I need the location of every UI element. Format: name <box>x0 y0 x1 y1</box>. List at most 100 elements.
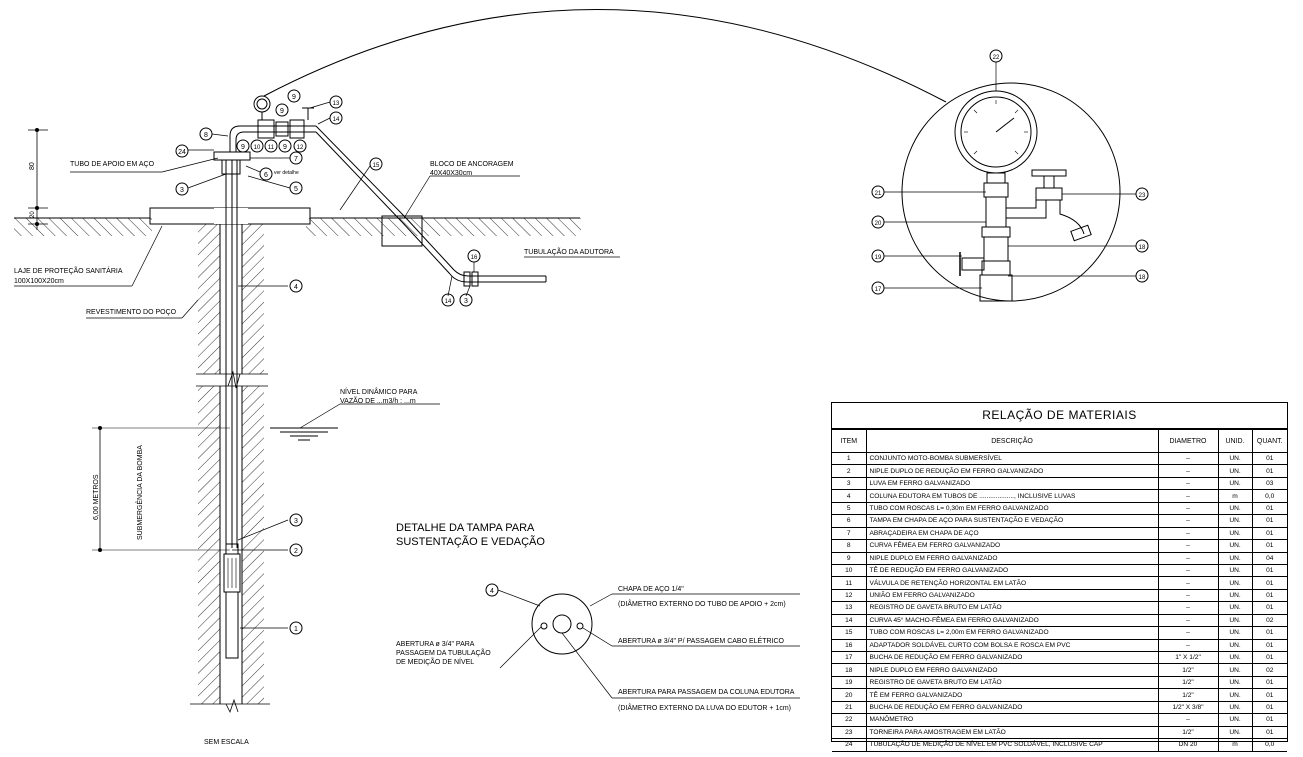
callout-9-d: 9 <box>292 94 296 101</box>
cell-item: 20 <box>832 688 867 702</box>
cell-unid: UN. <box>1217 551 1253 565</box>
callout-14-top: 14 <box>333 117 340 123</box>
cell-diametro: – <box>1157 638 1219 653</box>
cell-unid: UN. <box>1217 675 1253 690</box>
callout-18-b: 18 <box>1139 275 1146 281</box>
label-revestimento: REVESTIMENTO DO POÇO <box>86 309 177 316</box>
submersible-pump <box>223 543 241 659</box>
callout-19: 19 <box>875 255 882 261</box>
cell-item: 9 <box>832 551 867 565</box>
cell-descricao: CURVA FÊMEA EM FERRO GALVANIZADO <box>865 539 1159 553</box>
cell-descricao: BUCHA DE REDUÇÃO EM FERRO GALVANIZADO <box>865 650 1159 665</box>
callout-16: 16 <box>471 255 478 261</box>
callout-3-bottom: 3 <box>464 298 468 305</box>
cell-descricao: VÁLVULA DE RETENÇÃO HORIZONTAL EM LATÃO <box>865 576 1159 590</box>
cell-unid: UN. <box>1217 539 1253 553</box>
callout-22: 22 <box>993 55 1000 61</box>
cell-unid: UN. <box>1217 626 1253 640</box>
cell-item: 14 <box>832 613 867 628</box>
cell-descricao: MANÔMETRO <box>865 713 1159 727</box>
cell-item: 19 <box>832 675 867 690</box>
cell-diametro: 1/2" <box>1157 663 1219 677</box>
cell-quant: 02 <box>1251 663 1287 677</box>
cell-diametro: – <box>1157 451 1219 466</box>
cell-quant: 01 <box>1251 539 1287 553</box>
cell-diametro: – <box>1157 514 1219 528</box>
cell-diametro: – <box>1157 489 1219 503</box>
cell-item: 2 <box>832 464 867 478</box>
cell-unid: UN. <box>1217 650 1253 665</box>
cell-diametro: – <box>1157 476 1219 491</box>
cell-quant: 01 <box>1251 713 1287 727</box>
callout-3: 3 <box>294 518 298 525</box>
dim-80-label: 80 <box>29 162 36 170</box>
cell-descricao: TAMPA EM CHAPA DE AÇO PARA SUSTENTAÇÃO E… <box>865 514 1159 528</box>
label-sem-escala: SEM ESCALA <box>204 739 249 746</box>
callout-23: 23 <box>1139 193 1146 199</box>
cell-quant: 0,0 <box>1251 738 1287 752</box>
submergencia-label: SUBMERGÊNCIA DA BOMBA <box>135 445 144 540</box>
cell-diametro: DN 20 <box>1157 738 1219 752</box>
cell-unid: UN. <box>1217 576 1253 590</box>
callout-7: 7 <box>294 156 298 163</box>
anchor-block <box>381 215 423 247</box>
cell-diametro: – <box>1157 563 1219 578</box>
cell-unid: m <box>1217 489 1253 503</box>
cell-quant: 01 <box>1251 451 1287 466</box>
callout-3-top: 3 <box>180 187 184 194</box>
label-abertura-nivel-3: DE MEDIÇÃO DE NÍVEL <box>396 657 474 666</box>
callout-9-a: 9 <box>241 144 245 151</box>
label-abertura-col-1: ABERTURA PARA PASSAGEM DA COLUNA EDUTORA <box>618 689 795 696</box>
cell-quant: 01 <box>1251 688 1287 702</box>
cell-descricao: NIPLE DUPLO EM FERRO GALVANIZADO <box>865 551 1159 565</box>
cell-diametro: – <box>1157 576 1219 590</box>
callout-6: 6 <box>264 172 268 179</box>
cell-diametro: – <box>1157 613 1219 628</box>
cell-unid: UN. <box>1217 713 1253 727</box>
cell-descricao: TUBULAÇÃO DE MEDIÇÃO DE NÍVEL EM PVC SOL… <box>865 738 1159 752</box>
header-descricao: DESCRIÇÃO <box>865 429 1159 453</box>
cell-diametro: 1/2" <box>1157 725 1219 740</box>
cell-item: 4 <box>832 489 867 503</box>
cell-item: 12 <box>832 588 867 603</box>
cell-descricao: BUCHA DE REDUÇÃO EM FERRO GALVANIZADO <box>865 700 1159 715</box>
callout-9-b: 9 <box>283 144 287 151</box>
cell-quant: 01 <box>1251 725 1287 740</box>
callout-11: 11 <box>268 145 275 151</box>
cell-item: 10 <box>832 563 867 578</box>
cell-unid: UN. <box>1217 588 1253 603</box>
cell-descricao: CONJUNTO MOTO-BOMBA SUBMERSÍVEL <box>865 451 1159 466</box>
cell-item: 22 <box>832 713 867 727</box>
cell-diametro: 1/2" X 3/8" <box>1157 700 1219 715</box>
cell-item: 17 <box>832 650 867 665</box>
cell-item: 21 <box>832 700 867 715</box>
cell-diametro: – <box>1157 601 1219 615</box>
cell-unid: UN. <box>1217 725 1253 740</box>
cell-unid: UN. <box>1217 700 1253 715</box>
label-laje-2: 100X100X20cm <box>14 278 64 285</box>
label-tubo-apoio: TUBO DE APOIO EM AÇO <box>70 161 155 168</box>
label-bloco-2: 40X40X30cm <box>430 170 472 177</box>
cell-unid: UN. <box>1217 601 1253 615</box>
cell-item: 24 <box>832 738 867 752</box>
label-nivel-1: NÍVEL DINÂMICO PARA <box>340 387 418 396</box>
detalhe-title-1: DETALHE DA TAMPA PARA <box>396 522 535 534</box>
header-quant: QUANT. <box>1251 429 1287 453</box>
cell-diametro: 1/2" <box>1157 688 1219 702</box>
